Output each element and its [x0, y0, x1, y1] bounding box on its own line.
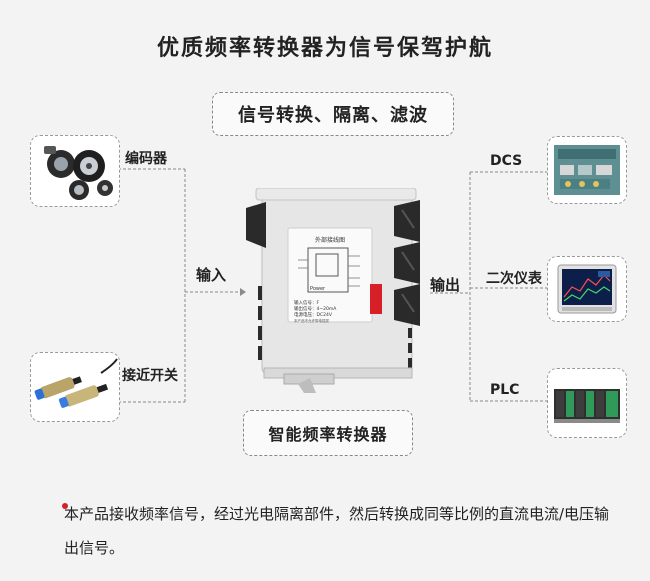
output-label-plc: PLC [490, 382, 520, 398]
feature-banner: 信号转换、隔离、滤波 [212, 92, 454, 136]
device-spec-line: 电源电压：DC24V [294, 311, 333, 318]
output-label-secondary-instrument: 二次仪表 [486, 271, 542, 287]
page-title: 优质频率转换器为信号保驾护航 [156, 36, 493, 61]
warning-label [370, 284, 382, 314]
device-spec-line: 输出信号：4~20mA [294, 305, 337, 312]
input-arrow-label: 输入 [196, 266, 227, 284]
secondary-instrument-image [547, 256, 627, 322]
plc-image [547, 368, 627, 438]
proximity-switch-image [30, 352, 120, 422]
frequency-converter-device: 外部接线图 Power 输入信号：F 输出信号：4~20mA 电源电压：DC24… [246, 188, 420, 393]
device-panel-header: 外部接线图 [315, 236, 345, 244]
feature-banner-text: 信号转换、隔离、滤波 [238, 105, 428, 126]
device-name-box: 智能频率转换器 [243, 410, 413, 456]
device-panel-power: Power [310, 286, 326, 292]
device-spec-line: 输入信号：F [294, 299, 319, 306]
dcs-image [547, 136, 627, 204]
device-panel-footnote: 本产品不允许带电插拔 [294, 318, 329, 323]
input-label-proximity-switch: 接近开关 [122, 368, 178, 384]
paperless-recorder-icon [548, 257, 626, 321]
output-arrow-label: 输出 [430, 276, 461, 294]
product-description: 本产品接收频率信号，经过光电隔离部件，然后转换成同等比例的直流电流/电压输出信号… [64, 505, 610, 557]
output-label-dcs: DCS [490, 153, 523, 169]
proximity-switch-icon [31, 353, 119, 421]
dcs-panel-icon [548, 137, 626, 203]
plc-rack-icon [548, 369, 626, 437]
encoder-image [30, 135, 120, 207]
encoder-icon [31, 136, 119, 206]
bullet-dot [62, 503, 68, 509]
device-name: 智能频率转换器 [268, 425, 388, 444]
input-label-encoder: 编码器 [125, 151, 167, 167]
